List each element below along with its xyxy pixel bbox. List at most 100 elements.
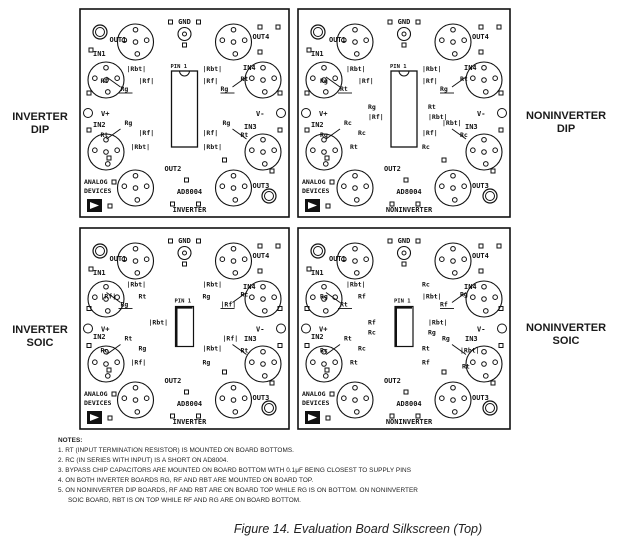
bnc-connector-in3: [244, 345, 282, 383]
connector-center-pin: [230, 397, 237, 403]
connector-pin: [450, 384, 456, 391]
out4-label: OUT4: [472, 252, 489, 260]
connector-pin: [103, 283, 109, 290]
connector-center-pin: [450, 39, 456, 45]
resistor-label: |Rbt|: [428, 113, 448, 122]
pad-icon: [387, 238, 393, 244]
resistor-label: Rt: [125, 335, 133, 343]
connector-pin: [132, 172, 139, 179]
connector-center-pin: [450, 258, 456, 264]
pad-icon: [170, 413, 175, 419]
connector-pin: [121, 256, 128, 263]
resistor-label: |Rbt|: [203, 143, 223, 152]
connector-pin: [105, 89, 111, 95]
pad-icon: [304, 90, 310, 96]
resistor-label: Rt: [241, 347, 249, 355]
resistor-label: Rg: [223, 119, 231, 127]
connector-pin: [321, 348, 327, 355]
connector-center-pin: [260, 361, 266, 367]
board-label-line2: DIP: [556, 123, 576, 135]
connector-pin: [310, 294, 316, 300]
pad-icon: [498, 127, 504, 133]
connector-pin: [230, 384, 237, 391]
connector-pin: [249, 75, 255, 81]
resistor-footprint-mark: [325, 76, 341, 88]
connector-outline: [465, 133, 503, 171]
pad-icon: [389, 413, 395, 419]
mounting-hole-icon: [310, 24, 326, 40]
pad-icon: [490, 168, 496, 174]
connector-outline: [116, 169, 155, 207]
connector-center-pin: [321, 361, 327, 367]
connector-outline: [305, 280, 343, 318]
connector-outline: [116, 23, 155, 61]
analog-devices-logo-text: ANALOG: [84, 390, 108, 398]
out2-label: OUT2: [165, 165, 182, 173]
analog-devices-logo-text: ANALOG: [302, 178, 326, 186]
note-item-2: 2. RC (IN SERIES WITH INPUT) IS A SHORT …: [58, 457, 229, 464]
connector-pin: [323, 161, 329, 167]
connector-pin: [483, 161, 489, 167]
supply-terminal-vplus: [83, 108, 93, 118]
pad-icon: [184, 177, 189, 183]
in4-label: IN4: [243, 283, 256, 291]
resistor-footprint-mark: [106, 76, 121, 88]
in1-label: IN1: [93, 50, 106, 58]
connector-pin: [321, 64, 327, 71]
connector-pin: [241, 183, 248, 189]
ic-notch-icon: [398, 70, 410, 77]
gnd-connector: [396, 26, 412, 42]
mounting-hole-icon: [482, 400, 498, 416]
connector-pin: [492, 75, 498, 81]
connector-outline: [244, 280, 282, 318]
pad-icon: [275, 24, 281, 30]
resistor-label: Rt: [350, 143, 358, 151]
connector-pin: [450, 26, 456, 33]
board-label-line1: NONINVERTER: [525, 322, 607, 334]
connector-pin: [470, 147, 476, 153]
pad-icon: [415, 201, 421, 207]
connector-pin: [452, 409, 458, 415]
connector-outline: [336, 242, 374, 280]
supply-terminal-vplus: [301, 108, 311, 118]
connector-pin: [219, 183, 226, 189]
connector-center-pin: [103, 361, 109, 367]
connector-outline: [336, 23, 374, 61]
pad-icon: [441, 157, 447, 163]
board-label-inverter-dip: INVERTER DIP: [6, 111, 74, 137]
resistor-label: Rg: [125, 119, 133, 127]
connector-pin: [134, 409, 141, 415]
bnc-connector-out1: [116, 242, 155, 280]
connector-pin: [481, 64, 487, 71]
pad-icon: [415, 19, 421, 25]
pad-icon: [496, 24, 502, 30]
connector-pin: [232, 270, 239, 276]
pin1-label: PIN 1: [171, 64, 188, 70]
pad-icon: [478, 49, 484, 55]
out2-label: OUT2: [165, 377, 182, 385]
connector-pin: [452, 270, 458, 276]
connector-pin: [114, 75, 120, 81]
resistor-label: Rc: [101, 347, 109, 355]
connector-pin: [470, 75, 476, 81]
part-number-label: AD8004: [396, 400, 421, 408]
in3-label: IN3: [244, 335, 257, 343]
connector-pin: [262, 161, 268, 167]
resistor-label: Rt: [428, 103, 436, 111]
vminus-label: V-: [477, 110, 485, 118]
vminus-label: V-: [477, 326, 485, 334]
connector-pin: [132, 245, 139, 252]
resistor-footprint-mark: [325, 344, 341, 355]
connector-center-pin: [103, 296, 109, 302]
pad-icon: [168, 19, 173, 25]
connector-pin: [461, 37, 467, 44]
analog-devices-logo-text: DEVICES: [84, 399, 111, 407]
bnc-connector-in3: [465, 345, 503, 383]
connector-pin: [450, 172, 456, 179]
out4-label: OUT4: [472, 33, 489, 41]
in3-label: IN3: [465, 335, 478, 343]
resistor-label: |Rf|: [131, 359, 147, 368]
pad-icon: [324, 367, 330, 373]
